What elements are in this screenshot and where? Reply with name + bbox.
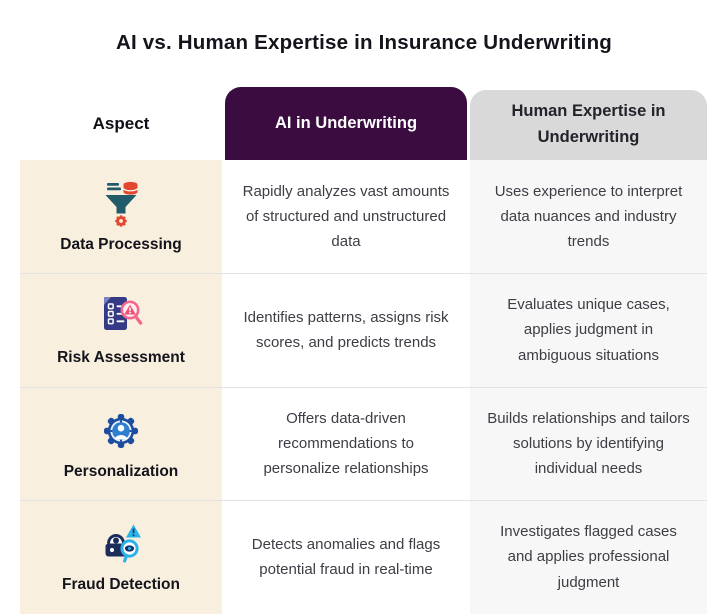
table-cell-ai: Identifies patterns, assigns risk scores… — [225, 273, 467, 387]
comparison-grid: Aspect AI in Underwriting Human Expertis… — [20, 87, 707, 614]
page-title: AI vs. Human Expertise in Insurance Unde… — [115, 31, 613, 54]
table-cell-human: Builds relationships and tailors solutio… — [470, 387, 707, 500]
table-cell-ai: Rapidly analyzes vast amounts of structu… — [225, 160, 467, 273]
row-label: Data Processing — [60, 235, 182, 253]
table-row-fraud-detection-aspect: Fraud Detection — [20, 500, 222, 614]
human-column-header: Human Expertise in Underwriting — [470, 90, 707, 160]
row-label: Personalization — [63, 462, 179, 480]
row-divider — [20, 500, 707, 501]
ai-column-header: AI in Underwriting — [225, 87, 467, 160]
table-cell-ai: Detects anomalies and flags potential fr… — [225, 500, 467, 614]
table-cell-human: Evaluates unique cases, applies judgment… — [470, 273, 707, 387]
risk-assessment-icon — [104, 297, 143, 330]
table-row-risk-assessment-aspect: Risk Assessment — [20, 273, 222, 387]
fraud-detection-icon — [105, 524, 141, 563]
comparison-table: Aspect AI in Underwriting Human Expertis… — [20, 87, 707, 614]
row-divider — [20, 273, 707, 274]
row-divider — [20, 387, 707, 388]
row-label: Fraud Detection — [62, 576, 180, 593]
table-cell-ai: Offers data-driven recommendations to pe… — [225, 387, 467, 500]
table-row-data-processing-aspect: Data Processing — [20, 160, 222, 273]
table-cell-human: Uses experience to interpret data nuance… — [470, 160, 707, 273]
personalization-icon — [104, 413, 138, 448]
table-row-personalization-aspect: Personalization — [20, 387, 222, 500]
row-label: Risk Assessment — [57, 349, 185, 366]
aspect-column-header: Aspect — [92, 113, 150, 133]
table-cell-human: Investigates flagged cases and applies p… — [470, 500, 707, 614]
data-processing-icon — [105, 181, 139, 227]
